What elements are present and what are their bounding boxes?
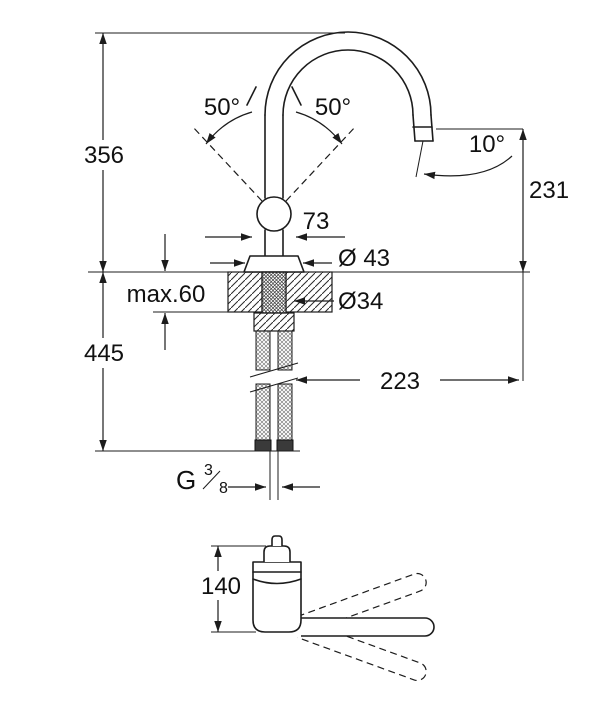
hose-break-line [249, 377, 299, 393]
thread-denominator: 8 [219, 480, 228, 497]
dimension-dia43: Ø 43 [210, 245, 390, 272]
dim-356-label: 356 [84, 142, 124, 169]
hose-fittings [254, 439, 294, 500]
thread-g-label: G [176, 465, 196, 495]
lever-ball [256, 196, 292, 232]
spout-arc [264, 31, 432, 257]
spout-arm-swivel-up [297, 572, 427, 634]
angle-50-left-label: 50° [204, 94, 240, 121]
water-stream-line [415, 140, 424, 178]
dim-140-label: 140 [201, 573, 241, 600]
dimension-223: 223 [296, 368, 519, 395]
lever-ticks [246, 86, 302, 106]
hose-break-line [249, 362, 299, 378]
dia-34-label: Ø34 [338, 288, 383, 315]
spout-arm-swivel-down [297, 620, 427, 682]
dimension-g38-thread: G 3 8 [176, 462, 320, 497]
dimension-140: 140 [201, 545, 266, 633]
dim-73-label: 73 [303, 208, 330, 235]
max60-label: max.60 [127, 281, 206, 308]
countertop-section [227, 271, 333, 313]
dimension-10deg: 10° [423, 128, 523, 180]
dia-43-label: Ø 43 [338, 245, 390, 272]
neck-cap [263, 545, 291, 562]
angle-10-label: 10° [469, 131, 505, 158]
faucet-bottom-view [252, 535, 435, 682]
dim-231-label: 231 [529, 177, 569, 204]
dim-445-label: 445 [84, 340, 124, 367]
dimension-231: 231 [519, 129, 569, 381]
mounting-shank [261, 271, 287, 314]
dimension-445: 445 [84, 272, 300, 452]
angle-50-right-label: 50° [315, 94, 351, 121]
body-front [252, 561, 302, 633]
spout-arm-solid [301, 617, 435, 637]
dim-223-label: 223 [380, 368, 420, 395]
supply-hoses [249, 330, 299, 441]
base-escutcheon [243, 255, 305, 273]
dimension-50deg-right: 50° [285, 94, 357, 202]
dimension-73: 73 [205, 208, 345, 241]
faucet-side-view [88, 31, 530, 500]
dimension-max60: max.60 [127, 234, 228, 350]
spout-outlet [412, 114, 434, 178]
lever-pin [271, 535, 283, 546]
dimension-dia34: Ø34 [294, 288, 383, 315]
dimension-356: 356 [84, 32, 345, 272]
mounting-nut [253, 312, 295, 332]
dimension-50deg-left: 50° [191, 94, 263, 202]
thread-numerator: 3 [204, 462, 213, 479]
